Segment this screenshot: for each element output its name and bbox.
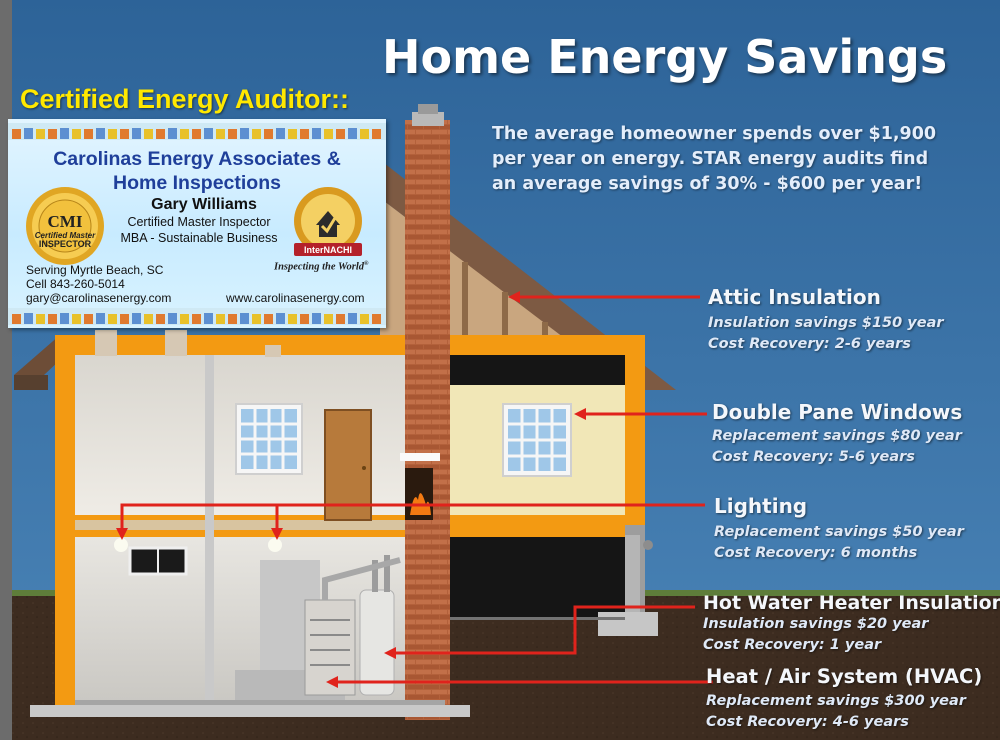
item-savings: Replacement savings $50 year [714, 524, 964, 540]
tagline-text: Inspecting the World [274, 261, 365, 273]
business-card: Carolinas Energy Associates & Home Inspe… [8, 119, 386, 328]
item-recovery: Cost Recovery: 5-6 years [712, 449, 915, 465]
service-area: Serving Myrtle Beach, SC [26, 263, 164, 277]
item-heading: Lighting [714, 494, 808, 518]
item-savings: Replacement savings $300 year [706, 693, 966, 709]
house-strip-bottom [8, 308, 386, 325]
tagline: Inspecting the World® [274, 261, 369, 273]
house-strip-top [8, 123, 386, 140]
email-address: gary@carolinasenergy.com [26, 291, 172, 305]
cmi-seal-icon: CMI Certified Master INSPECTOR [26, 187, 104, 265]
callout-arrows [116, 291, 713, 688]
item-recovery: Cost Recovery: 6 months [714, 545, 918, 561]
item-attic-insulation: Attic Insulation Insulation savings $150… [708, 285, 944, 355]
item-recovery: Cost Recovery: 4-6 years [706, 714, 909, 730]
window-left [235, 403, 303, 475]
cmi-seal-line1: Certified Master [35, 231, 96, 240]
window-right [502, 403, 572, 477]
intro-line-3: an average savings of 30% - $600 per yea… [492, 174, 923, 194]
item-heading: Hot Water Heater Insulation [703, 592, 1000, 614]
intro-line-1: The average homeowner spends over $1,900 [492, 124, 937, 144]
internachi-label: InterNACHI [304, 245, 352, 255]
item-heading: Double Pane Windows [712, 400, 963, 424]
website-address: www.carolinasenergy.com [226, 291, 365, 305]
item-hvac: Heat / Air System (HVAC) Replacement sav… [706, 665, 982, 733]
item-recovery: Cost Recovery: 2-6 years [708, 336, 911, 352]
phone-number: Cell 843-260-5014 [26, 277, 125, 291]
item-hot-water-heater: Hot Water Heater Insulation Insulation s… [703, 592, 1000, 656]
intro-line-2: per year on energy. STAR energy audits f… [492, 149, 929, 169]
inspector-name: Gary Williams [151, 196, 257, 213]
item-heading: Heat / Air System (HVAC) [706, 665, 983, 688]
item-savings: Insulation savings $150 year [708, 315, 944, 331]
inspector-degree: MBA - Sustainable Business [120, 231, 278, 245]
item-heading: Attic Insulation [708, 285, 881, 309]
item-recovery: Cost Recovery: 1 year [703, 637, 882, 653]
item-savings: Replacement savings $80 year [712, 428, 962, 444]
item-savings: Insulation savings $20 year [703, 616, 929, 632]
item-double-pane-windows: Double Pane Windows Replacement savings … [712, 400, 962, 468]
company-line-1: Carolinas Energy Associates & [53, 148, 341, 170]
inspector-credential: Certified Master Inspector [127, 215, 271, 229]
company-name: Carolinas Energy Associates & Home Inspe… [8, 147, 386, 195]
certified-auditor-label: Certified Energy Auditor:: [20, 84, 350, 114]
cmi-seal-line2: INSPECTOR [39, 239, 92, 249]
internachi-seal-icon: InterNACHI [294, 187, 362, 256]
cmi-seal-abbr: CMI [48, 212, 83, 231]
intro-text: The average homeowner spends over $1,900… [492, 122, 982, 197]
item-lighting: Lighting Replacement savings $50 year Co… [714, 494, 964, 564]
company-line-2: Home Inspections [113, 172, 281, 194]
page-title: Home Energy Savings [382, 30, 948, 84]
